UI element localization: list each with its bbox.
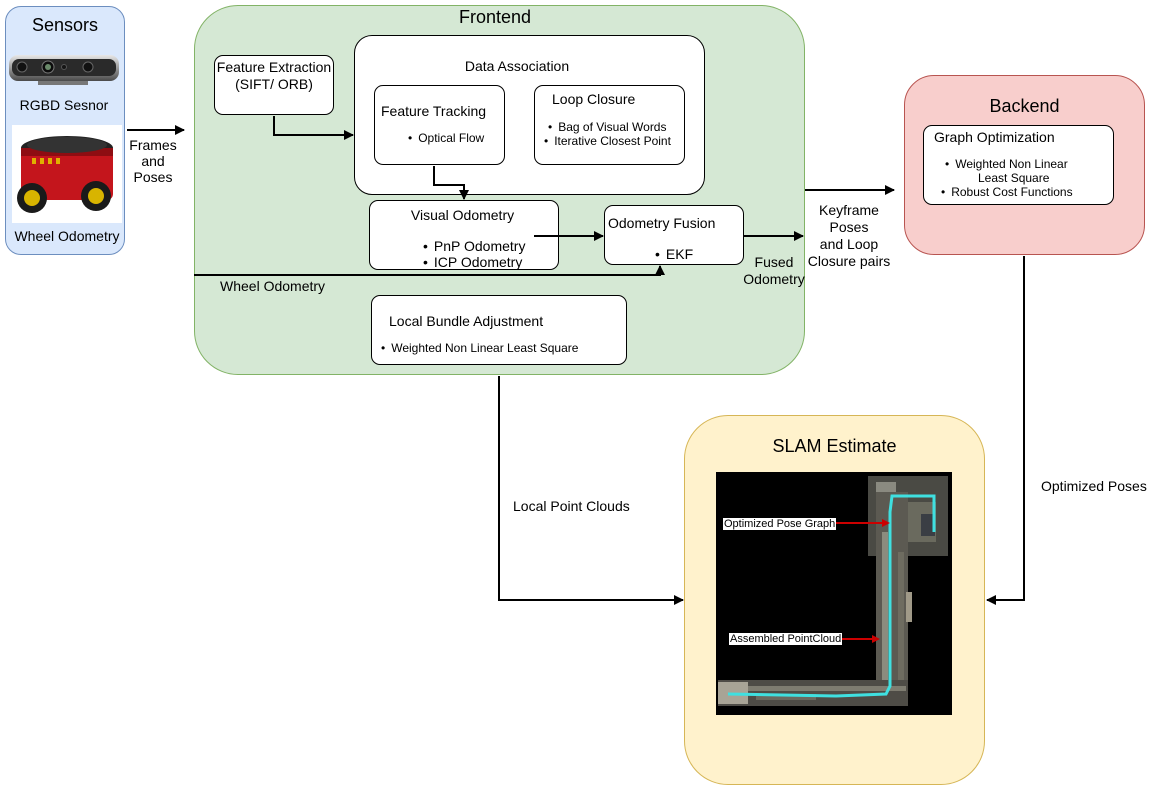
edge-label-frames-1: Frames [129, 137, 177, 153]
backend-title: Backend [989, 96, 1060, 116]
annotation-assembled-pointcloud: Assembled PointCloud [729, 633, 843, 645]
edge-label-local-point-clouds: Local Point Clouds [513, 498, 630, 514]
edge-local-point-clouds [498, 376, 684, 605]
edge-label-keyframe-3: and Loop [819, 236, 879, 252]
sensors-title: Sensors [31, 15, 99, 35]
frontend-title: Frontend [458, 7, 532, 27]
edge-label-keyframe-4: Closure pairs [807, 253, 891, 269]
wheel-odometry-sensor-label: Wheel Odometry [14, 228, 120, 244]
edge-feature-extraction-data-association [273, 116, 354, 140]
edge-optimized-poses [986, 256, 1025, 605]
feature-tracking-box [374, 85, 505, 165]
feature-extraction-line2: (SIFT/ ORB) [235, 76, 313, 92]
feature-tracking-title: Feature Tracking [381, 103, 487, 119]
wheel-robot-icon [17, 136, 113, 213]
edge-label-keyframe-1: Keyframe [819, 202, 879, 218]
frontend-wheel-odometry-label: Wheel Odometry [220, 278, 326, 294]
loop-closure-title: Loop Closure [552, 91, 636, 107]
odometry-fusion-title: Odometry Fusion [608, 215, 716, 231]
local-bundle-adjustment-item: Weighted Non Linear Least Square [381, 341, 578, 355]
edge-label-frames-2: and [141, 153, 165, 169]
slam-title: SLAM Estimate [772, 436, 897, 456]
graph-optimization-title: Graph Optimization [934, 129, 1055, 145]
visual-odometry-title: Visual Odometry [410, 207, 515, 223]
edge-wheel-odometry-fusion [194, 265, 665, 276]
data-association-title: Data Association [464, 58, 570, 74]
edge-label-fused-2: Odometry [743, 271, 805, 287]
edge-label-optimized-poses: Optimized Poses [1041, 478, 1147, 494]
slam-map-image [716, 472, 952, 715]
visual-odometry-item-2: ICP Odometry [423, 254, 522, 270]
feature-extraction-line1: Feature Extraction [216, 59, 332, 75]
pose-graph-trajectory [727, 494, 936, 698]
loop-closure-item-2: Iterative Closest Point [544, 134, 671, 148]
feature-extraction-box [214, 55, 334, 115]
edge-label-frames-3: Poses [133, 169, 173, 185]
graph-optimization-item-1: Weighted Non Linear [945, 157, 1068, 171]
rgbd-camera-icon [9, 55, 119, 85]
odometry-fusion-item: EKF [655, 246, 693, 262]
edge-tracking-visual-odometry [433, 166, 469, 200]
local-bundle-adjustment-title: Local Bundle Adjustment [389, 313, 544, 329]
graph-optimization-item-2: Robust Cost Functions [941, 185, 1072, 199]
annotation-optimized-pose-graph: Optimized Pose Graph [723, 518, 837, 530]
visual-odometry-item-1: PnP Odometry [423, 238, 526, 254]
feature-tracking-item: Optical Flow [408, 131, 484, 145]
edge-label-keyframe-2: Poses [829, 219, 869, 235]
graph-optimization-item-1b: Least Square [978, 171, 1050, 185]
loop-closure-item-1: Bag of Visual Words [548, 120, 666, 134]
edge-label-fused-1: Fused [754, 254, 794, 270]
rgbd-sensor-label: RGBD Sesnor [19, 97, 109, 113]
